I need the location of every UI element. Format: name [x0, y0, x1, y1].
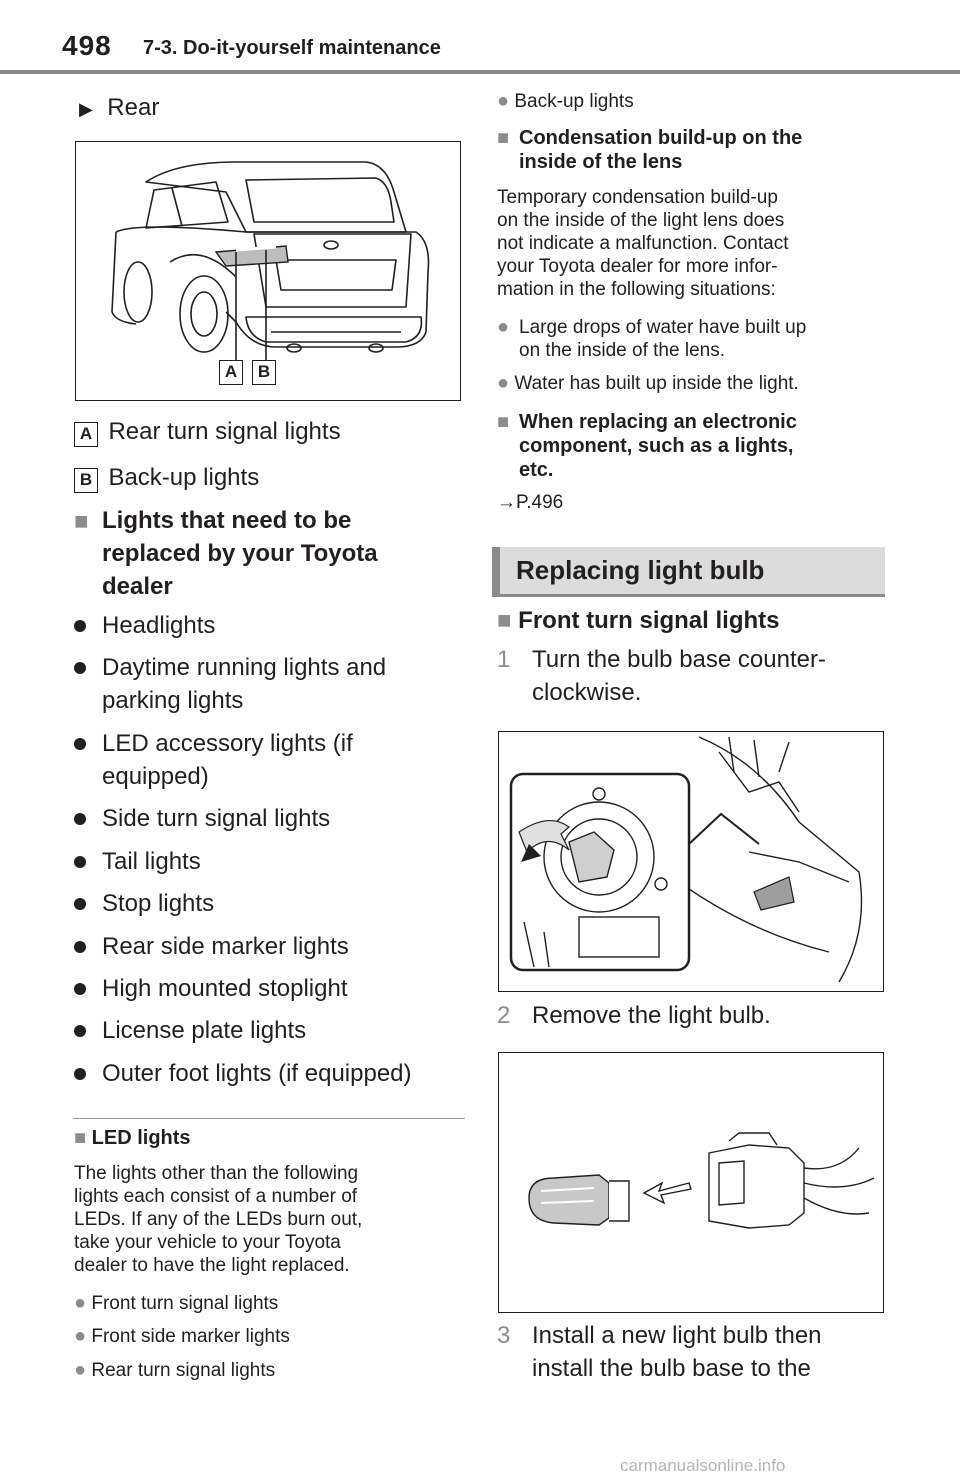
banner-accent	[492, 547, 500, 594]
legend-text-a: Rear turn signal lights	[108, 418, 341, 445]
bulb-base-drawing	[509, 736, 863, 983]
legend-text-b: Back-up lights	[108, 464, 260, 491]
remove-bulb-drawing	[528, 1132, 875, 1229]
legend-tag-a: A	[74, 422, 98, 447]
bullet-icon: ●	[497, 316, 510, 338]
replace-heading: ■ When replacing an electronic component…	[497, 411, 797, 481]
bullet-icon	[74, 620, 86, 632]
step-3: 3 Install a new light bulb then install …	[497, 1322, 822, 1382]
square-bullet-icon: ■	[74, 508, 89, 535]
rear-heading: ▶ Rear	[79, 94, 160, 121]
led-heading: ■ LED lights	[74, 1127, 191, 1149]
divider	[73, 1118, 465, 1119]
list-item: ● Front side marker lights	[74, 1325, 290, 1347]
legend-item-b: B Back-up lights	[74, 461, 259, 494]
square-bullet-icon: ■	[74, 1127, 87, 1149]
list-item: ● Front turn signal lights	[74, 1292, 279, 1314]
bullet-icon: ●	[497, 372, 510, 394]
bullet-icon	[74, 898, 86, 910]
bullet-icon	[74, 1068, 86, 1080]
page-number: 498	[62, 30, 112, 61]
condensation-heading: ■ Condensation build-up on the inside of…	[497, 127, 803, 173]
square-bullet-icon: ■	[497, 607, 512, 634]
remove-bulb-illustration	[498, 1052, 884, 1313]
triangle-icon: ▶	[79, 99, 93, 119]
bulb-base-illustration	[498, 731, 884, 992]
front-turn-heading: ■ Front turn signal lights	[497, 607, 780, 634]
bullet-icon: ●	[497, 90, 510, 112]
step-1: 1 Turn the bulb base counter- clockwise.	[497, 646, 826, 706]
diagram-label-b: B	[252, 360, 276, 385]
bullet-icon	[74, 941, 86, 953]
bullet-icon	[74, 813, 86, 825]
legend-item-a: A Rear turn signal lights	[74, 415, 341, 448]
rear-car-drawing	[111, 161, 430, 364]
condensation-paragraph: Temporary condensation build-up on the i…	[497, 187, 789, 300]
list-item: ● Water has built up inside the light.	[497, 372, 799, 394]
list-item: ● Back-up lights	[497, 90, 634, 112]
square-bullet-icon: ■	[497, 127, 510, 149]
section-title: 7-3. Do-it-yourself maintenance	[143, 37, 441, 59]
square-bullet-icon: ■	[497, 411, 510, 433]
header-rule	[0, 70, 960, 74]
bullet-icon	[74, 983, 86, 995]
step-2: 2 Remove the light bulb.	[497, 1002, 771, 1029]
dealer-heading: ■ Lights that need to be replaced by you…	[74, 507, 378, 600]
bullet-icon	[74, 1025, 86, 1037]
legend-tag-b: B	[74, 468, 98, 493]
led-paragraph: The lights other than the following ligh…	[74, 1163, 363, 1276]
bullet-icon	[74, 856, 86, 868]
watermark: carmanualsonline.info	[620, 1456, 786, 1475]
list-item: ● Rear turn signal lights	[74, 1359, 276, 1381]
bullet-icon: ●	[74, 1359, 87, 1381]
section-banner: Replacing light bulb	[492, 547, 885, 597]
diagram-label-a: A	[219, 360, 243, 385]
arrow-right-icon: →	[497, 492, 516, 513]
bullet-icon	[74, 738, 86, 750]
rear-car-illustration: A B	[75, 141, 461, 401]
page-reference[interactable]: →P.496	[497, 492, 564, 513]
bullet-icon: ●	[74, 1292, 87, 1314]
bullet-icon: ●	[74, 1325, 87, 1347]
bullet-icon	[74, 662, 86, 674]
list-item: ● Large drops of water have built up on …	[497, 316, 807, 361]
